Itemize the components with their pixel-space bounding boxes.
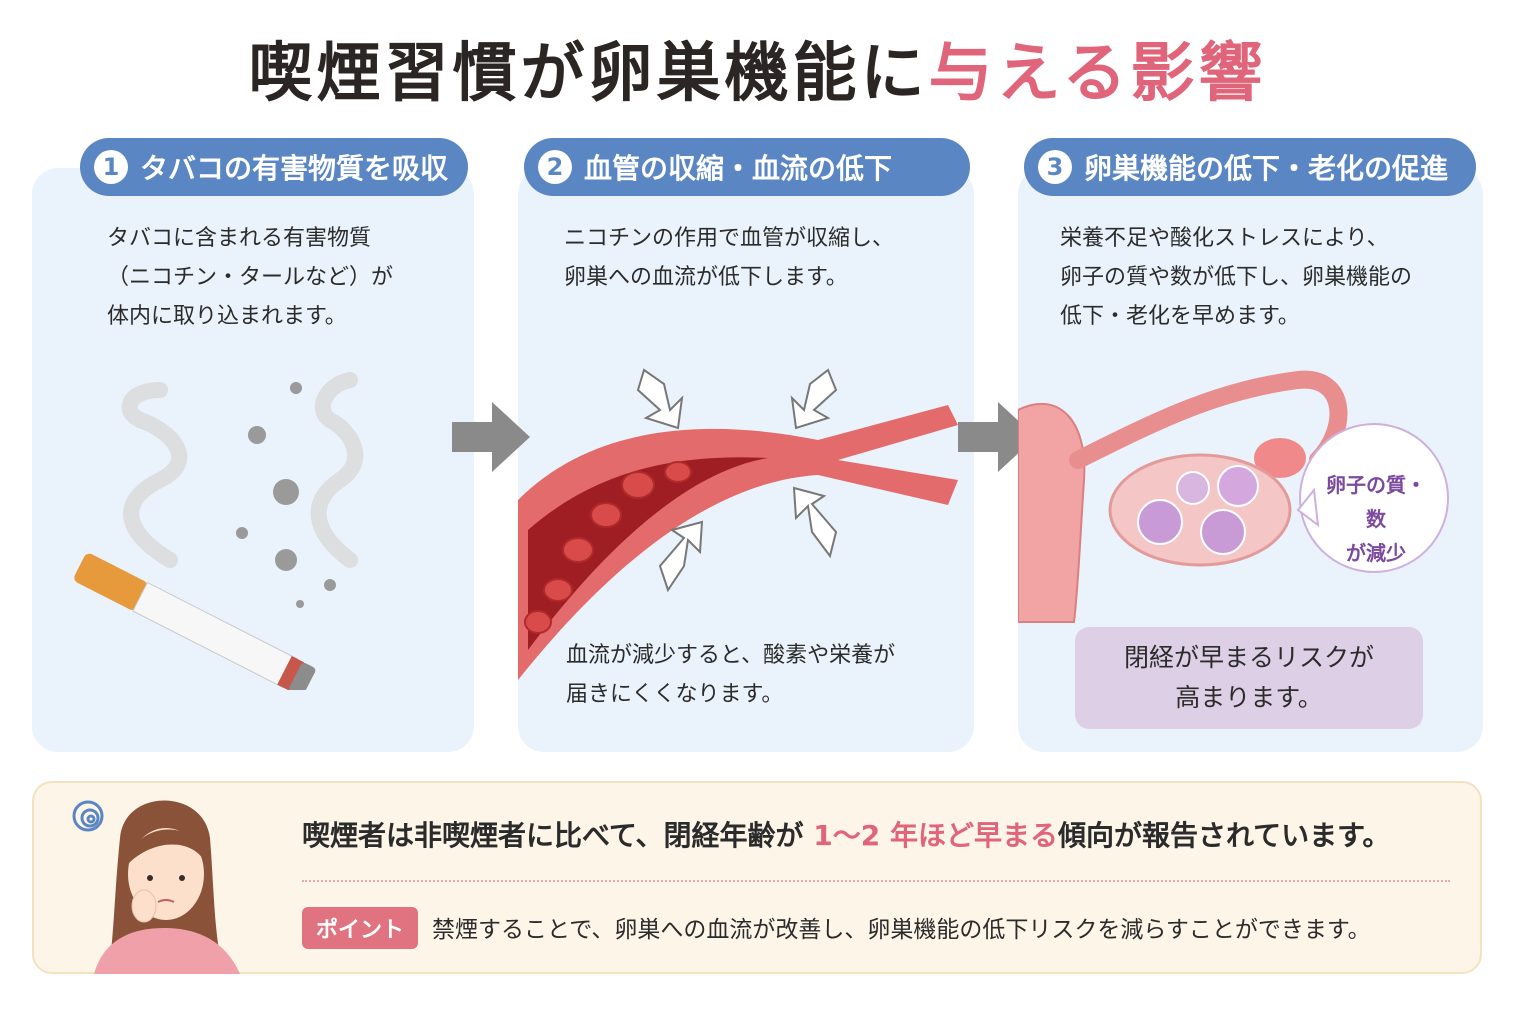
step-1-heading: 1 タバコの有害物質を吸収 [80, 138, 468, 196]
desc-line: ニコチンの作用で血管が収縮し、 [564, 226, 895, 251]
step-number-3: 3 [1038, 150, 1072, 184]
step-2-note: 血流が減少すると、酸素や栄養が 届きにくくなります。 [566, 636, 895, 714]
blood-vessel-illustration [518, 368, 958, 680]
worry-swirl-icon [72, 800, 104, 832]
step-title-3: 卵巣機能の低下・老化の促進 [1084, 152, 1449, 185]
particle-dots [236, 382, 336, 608]
dotted-divider [302, 880, 1450, 882]
title-highlight: 与える影響 [928, 37, 1267, 111]
desc-line: タバコに含まれる有害物質 [107, 226, 372, 251]
step-title-1: タバコの有害物質を吸収 [140, 152, 449, 185]
speech-bubble-text: 卵子の質・数 が減少 [1318, 468, 1434, 570]
risk-line: 閉経が早まるリスクが [1123, 643, 1374, 672]
vessel-inner [528, 457, 768, 650]
statement-highlight: 1～2 年ほど早まる [813, 819, 1058, 852]
note-line: 血流が減少すると、酸素や栄養が [566, 643, 896, 668]
step-2-heading: 2 血管の収縮・血流の低下 [524, 138, 970, 196]
step-3-heading: 3 卵巣機能の低下・老化の促進 [1024, 138, 1476, 196]
note-line: 届きにくくなります。 [566, 682, 784, 707]
desc-line: （ニコチン・タールなど）が [107, 265, 394, 290]
step-number-1: 1 [94, 150, 128, 184]
uterus-icon [1018, 402, 1086, 623]
flow-arrow-2 [958, 402, 1036, 472]
step-3-description: 栄養不足や酸化ストレスにより、 卵子の質や数が低下し、卵巣機能の 低下・老化を早… [1060, 219, 1412, 336]
title-main: 喫煙習慣が卵巣機能に [248, 37, 929, 111]
step-1-description: タバコに含まれる有害物質 （ニコチン・タールなど）が 体内に取り込まれます。 [107, 219, 393, 336]
red-blood-cell-icon [524, 461, 692, 634]
step-title-2: 血管の収縮・血流の低下 [584, 152, 893, 185]
summary-statement: 喫煙者は非喫煙者に比べて、閉経年齢が 1～2 年ほど早まる傾向が報告されています… [302, 814, 1390, 854]
statement-post: 傾向が報告されています。 [1057, 819, 1391, 852]
cigarette-icon [74, 553, 316, 690]
page-title: 喫煙習慣が卵巣機能に与える影響 [0, 22, 1515, 114]
bubble-line: 卵子の質・数 [1326, 473, 1426, 531]
ovary-illustration [1018, 370, 1449, 623]
step-2-description: ニコチンの作用で血管が収縮し、 卵巣への血流が低下します。 [564, 219, 894, 297]
speech-bubble [1296, 423, 1449, 573]
summary-box [32, 781, 1482, 974]
risk-callout: 閉経が早まるリスクが 高まります。 [1075, 627, 1423, 729]
woman-avatar [72, 800, 240, 974]
risk-line: 高まります。 [1175, 683, 1323, 712]
ovary-icon [1108, 453, 1292, 567]
step-number-2: 2 [538, 150, 572, 184]
point-badge: ポイント [302, 907, 418, 949]
fimbriae-icon [1254, 438, 1306, 478]
constriction-arrows [636, 368, 838, 593]
desc-line: 卵巣への血流が低下します。 [564, 265, 848, 290]
statement-pre: 喫煙者は非喫煙者に比べて、閉経年齢が [302, 819, 814, 852]
point-text: 禁煙することで、卵巣への血流が改善し、卵巣機能の低下リスクを減らすことができます… [432, 917, 1371, 943]
desc-line: 栄養不足や酸化ストレスにより、 [1060, 226, 1389, 251]
bubble-line: が減少 [1346, 541, 1406, 565]
desc-line: 卵子の質や数が低下し、卵巣機能の [1060, 265, 1413, 290]
desc-line: 低下・老化を早めます。 [1060, 304, 1300, 329]
smoke-icon [121, 372, 364, 568]
fallopian-tube-icon [1069, 370, 1348, 469]
desc-line: 体内に取り込まれます。 [107, 304, 347, 329]
flow-arrow-1 [452, 402, 530, 472]
cigarette-illustration [74, 372, 364, 690]
